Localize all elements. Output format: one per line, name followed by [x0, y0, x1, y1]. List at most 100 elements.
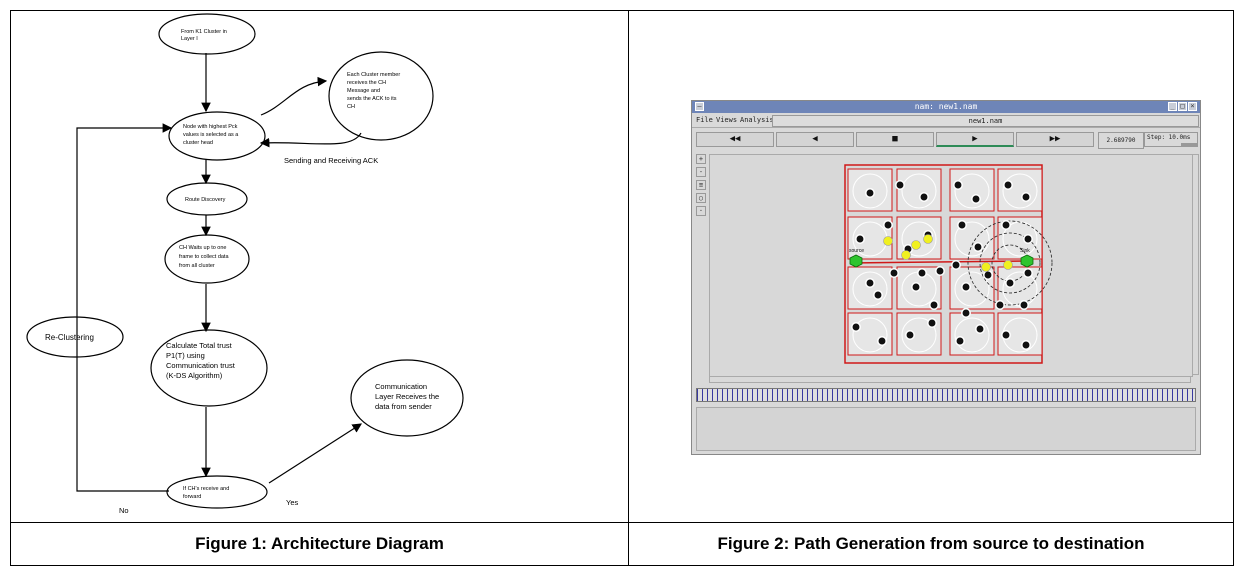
network-node: [855, 234, 865, 244]
arrow-decision-to-comm: [268, 423, 363, 484]
menu-bar: File Views Analysis new1.nam: [692, 114, 1200, 128]
network-node: [1019, 300, 1029, 310]
active-node: [883, 236, 893, 246]
network-node: [865, 278, 875, 288]
transmission-ring: [967, 220, 1053, 306]
fast-forward-button[interactable]: ▶▶: [1016, 132, 1094, 147]
node-decision: [166, 475, 268, 509]
sink-label: Sink: [1020, 248, 1030, 254]
network-node: [1001, 220, 1011, 230]
ack-label: Sending and Receiving ACK: [284, 156, 378, 165]
circle-icon[interactable]: ○: [696, 193, 706, 203]
network-node: [935, 266, 945, 276]
active-node: [1003, 260, 1013, 270]
node-member: [328, 51, 434, 141]
cluster-cell: [847, 266, 893, 310]
zoom-out-icon[interactable]: -: [696, 167, 706, 177]
network-node: [905, 330, 915, 340]
network-node: [873, 290, 883, 300]
network-node: [1001, 330, 1011, 340]
network-node: [957, 220, 967, 230]
network-node: [929, 300, 939, 310]
node-comm: [350, 359, 464, 437]
cluster-range-circle: [954, 221, 990, 257]
figure2-caption: Figure 2: Path Generation from source to…: [717, 534, 1145, 553]
source-node: [849, 254, 863, 268]
cluster-range-circle: [852, 271, 888, 307]
figure1-caption-cell: Figure 1: Architecture Diagram: [10, 522, 629, 566]
transmission-ring: [979, 232, 1041, 294]
arrow-select-to-member: [260, 76, 328, 116]
node-route-text: Route Discovery: [185, 197, 226, 203]
network-node: [955, 336, 965, 346]
network-node: [1003, 180, 1013, 190]
stop-button[interactable]: ■: [856, 132, 934, 147]
cluster-cell: [997, 168, 1043, 212]
network-node: [851, 322, 861, 332]
network-node: [995, 300, 1005, 310]
node-calc: [150, 329, 268, 407]
move-icon[interactable]: ≡: [696, 180, 706, 190]
side-toolbar: + - ≡ ○ ·: [696, 154, 707, 364]
network-node: [971, 194, 981, 204]
menu-file[interactable]: File: [696, 116, 713, 124]
maximize-icon[interactable]: □: [1178, 102, 1187, 111]
network-node: [927, 318, 937, 328]
active-node: [923, 234, 933, 244]
back-button[interactable]: ◀: [776, 132, 854, 147]
close-icon[interactable]: ×: [1188, 102, 1197, 111]
menu-views[interactable]: Views: [716, 116, 738, 124]
annotation-panel: [696, 407, 1196, 451]
network-node: [911, 282, 921, 292]
window-menu-icon[interactable]: —: [695, 102, 704, 111]
active-node: [901, 250, 911, 260]
network-node: [877, 336, 887, 346]
rewind-button[interactable]: ◀◀: [696, 132, 774, 147]
cluster-cell: [997, 266, 1043, 310]
cluster-range-circle: [954, 173, 990, 209]
step-control[interactable]: Step: 10.0ms: [1144, 132, 1198, 147]
sink-node: [1020, 254, 1034, 268]
horizontal-scrollbar[interactable]: [709, 376, 1191, 383]
node-start: [158, 13, 256, 55]
filename-field: new1.nam: [772, 115, 1199, 127]
node-select-ch: [168, 111, 266, 161]
cluster-range-circle: [852, 317, 888, 353]
play-button[interactable]: ▶: [936, 132, 1014, 147]
cluster-range-circle: [954, 271, 990, 307]
network-node: [917, 268, 927, 278]
step-slider[interactable]: [1181, 143, 1197, 146]
zoom-in-icon[interactable]: +: [696, 154, 706, 164]
yes-label: Yes: [286, 498, 298, 507]
vertical-scrollbar[interactable]: [1192, 154, 1199, 375]
timeline-slider[interactable]: [696, 388, 1196, 402]
minimize-icon[interactable]: _: [1168, 102, 1177, 111]
no-label: No: [119, 506, 129, 515]
menu-analysis[interactable]: Analysis: [740, 116, 774, 124]
network-node: [973, 242, 983, 252]
select-icon[interactable]: ·: [696, 206, 706, 216]
network-node: [961, 282, 971, 292]
cluster-range-circle: [901, 317, 937, 353]
cluster-range-circle: [901, 173, 937, 209]
network-node: [919, 192, 929, 202]
cluster-cell: [949, 312, 995, 356]
playback-controls: ◀◀ ◀ ■ ▶ ▶▶: [696, 132, 1094, 148]
network-node: [1023, 234, 1033, 244]
region-boundary: [844, 164, 1043, 364]
network-node: [1021, 340, 1031, 350]
time-display: 2.689790: [1098, 132, 1144, 149]
cluster-cell: [949, 216, 995, 260]
node-recluster: [26, 316, 124, 358]
